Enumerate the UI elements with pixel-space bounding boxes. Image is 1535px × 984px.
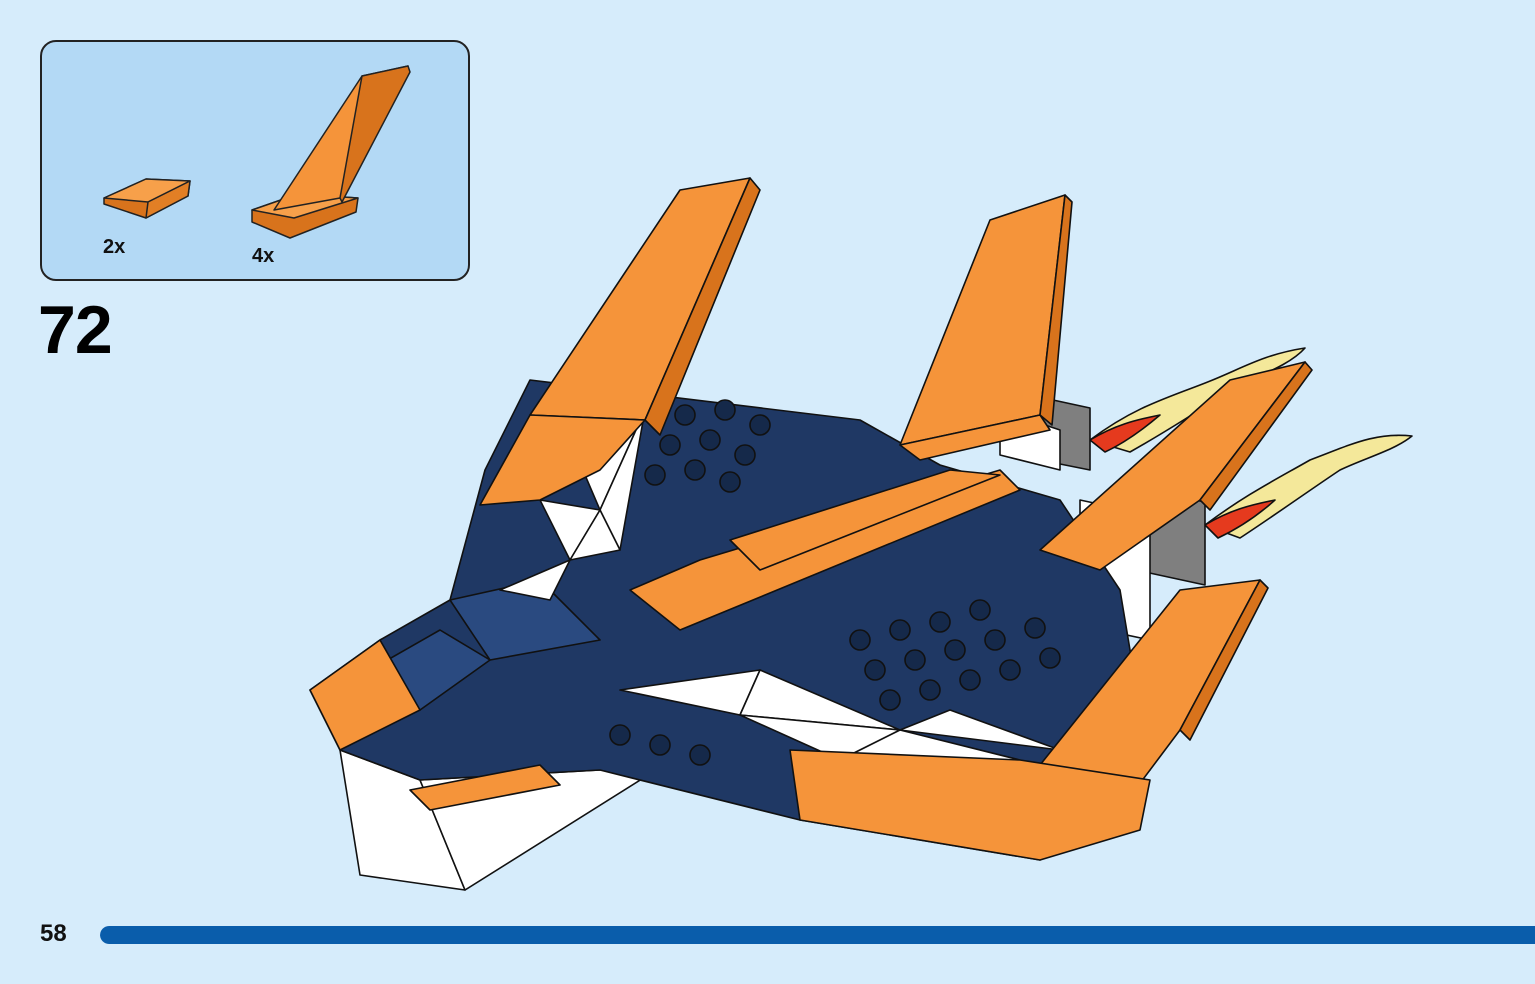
- model-illustration: [309, 177, 1413, 891]
- step-number: 72: [38, 292, 113, 368]
- parts-callout: 2x 4x: [40, 40, 470, 281]
- part-quantity: 4x: [252, 245, 275, 267]
- parts-art: [103, 65, 411, 239]
- orange-fins: [309, 177, 1306, 861]
- white-triangle-tiles: [499, 409, 1061, 761]
- progress-bar: [100, 926, 1535, 944]
- page-number: 58: [40, 920, 67, 947]
- orange-fin-plate-icon: [251, 65, 411, 239]
- studs: [609, 399, 1061, 766]
- orange-slope-tile-icon: [103, 178, 191, 219]
- part-quantity: 2x: [103, 236, 126, 258]
- exhaust-flame-lower: [1204, 434, 1413, 539]
- progress-bar-fill: [100, 926, 1535, 944]
- orange-shading: [644, 177, 1313, 741]
